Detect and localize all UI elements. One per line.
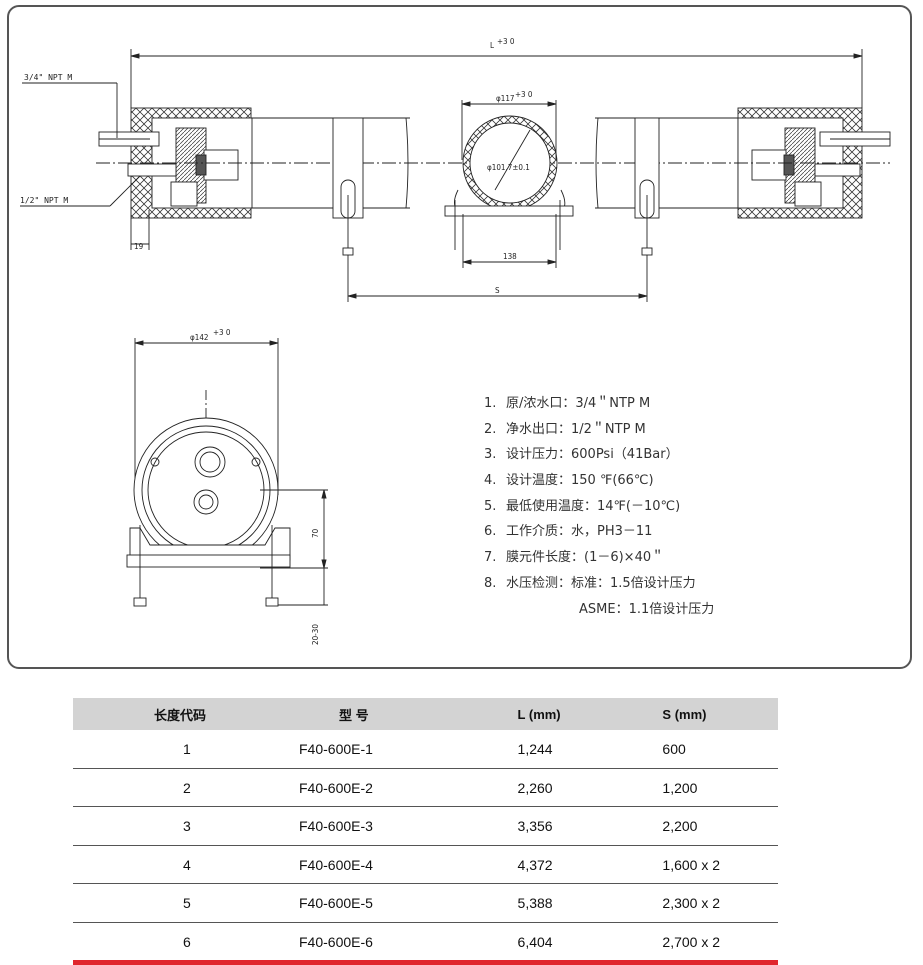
outlet-port-label: 1/2" NPT M [20, 196, 68, 205]
spec-item: 2.净水出口：1/2＂NTP M [484, 421, 646, 437]
dim-phi142-tolerance: +3 0 [213, 328, 231, 337]
dim-19-label: 19 [134, 242, 144, 251]
spec-notes-list: 1.原/浓水口：3/4＂NTP M 2.净水出口：1/2＂NTP M 3.设计压… [484, 393, 714, 624]
column-header-L: L (mm) [516, 698, 662, 730]
spec-item: 3.设计压力：600Psi（41Bar） [484, 447, 679, 463]
column-header-length-code: 长度代码 [73, 698, 299, 730]
table-row: 6 F40-600E-6 6,404 2,700 x 2 [73, 922, 778, 965]
table-row: 5 F40-600E-5 5,388 2,300 x 2 [73, 883, 778, 923]
dim-70-label: 70 [311, 528, 320, 538]
dim-phi142-label: φ142 [190, 333, 208, 342]
spec-item: 1.原/浓水口：3/4＂NTP M [484, 396, 651, 411]
inlet-port-label: 3/4" NPT M [24, 73, 72, 82]
model-spec-table: 长度代码 型 号 L (mm) S (mm) 1 F40-600E-1 1,24… [73, 698, 778, 965]
table-row: 3 F40-600E-3 3,356 2,200 [73, 806, 778, 846]
dim-138-label: 138 [503, 252, 517, 261]
dim-20-30-label: 20-30 [311, 624, 320, 645]
spec-item-continuation: ASME：1.1倍设计压力 [579, 601, 715, 617]
dim-phi117-tolerance: +3 0 [515, 90, 533, 99]
table-row: 1 F40-600E-1 1,244 600 [73, 730, 778, 769]
dim-phi117-label: φ117 [496, 94, 514, 103]
dim-L-label: L [490, 41, 494, 50]
spec-item: 6.工作介质：水，PH3－11 [484, 524, 653, 540]
spec-item: 8.水压检测：标准：1.5倍设计压力 [484, 575, 696, 591]
spec-item: 4.设计温度：150 ℉(66℃) [484, 473, 654, 489]
column-header-model: 型 号 [299, 698, 517, 730]
table-header-row: 长度代码 型 号 L (mm) S (mm) [73, 698, 778, 730]
spec-item: 7.膜元件长度：(1－6)×40＂ [484, 550, 665, 566]
pressure-vessel-drawing: L +3 0 3/4" NPT M 1/2" NPT M 19 φ117 +3 … [20, 37, 891, 645]
dim-phi101-label: φ101.7±0.1 [487, 163, 530, 172]
dim-L-tolerance: +3 0 [497, 37, 515, 46]
table-row: 2 F40-600E-2 2,260 1,200 [73, 768, 778, 807]
column-header-S: S (mm) [661, 698, 778, 730]
table-row: 4 F40-600E-4 4,372 1,600 x 2 [73, 845, 778, 884]
dim-S-label: S [495, 286, 500, 295]
spec-item: 5.最低使用温度：14℉(－10℃) [484, 498, 681, 514]
